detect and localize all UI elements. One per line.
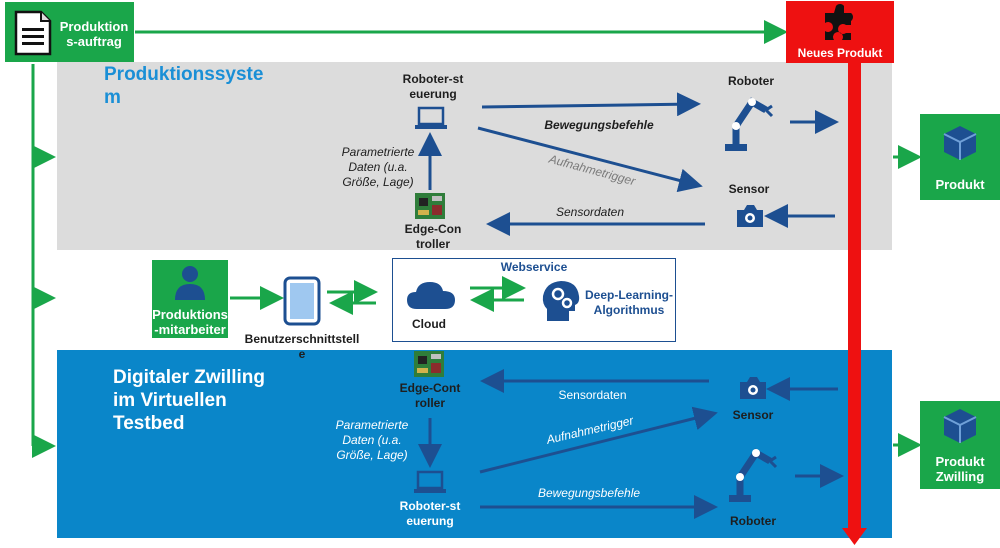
circuit-board-icon xyxy=(415,193,445,219)
product-twin-box: Produkt Zwilling xyxy=(920,401,1000,489)
deep-learning-label: Deep-Learning-Algorithmus xyxy=(584,288,673,317)
production-system-title: Produktionssystem xyxy=(104,64,264,108)
laptop-icon xyxy=(415,106,447,129)
puzzle-icon xyxy=(825,4,853,40)
robot-arm-icon xyxy=(729,448,778,502)
edge-controller-label: Edge-Controller xyxy=(404,222,462,251)
circuit-board-icon xyxy=(414,351,444,377)
worker-box: Produktions-mitarbeiter xyxy=(152,260,228,338)
cloud-icon xyxy=(407,282,455,309)
document-icon xyxy=(14,10,52,56)
production-order-box: Produktions-auftrag xyxy=(5,2,134,62)
digital-twin-title: Digitaler Zwilling im Virtuellen Testbed xyxy=(113,367,266,434)
product-twin-label: Produkt Zwilling xyxy=(935,454,985,484)
sensor-label: Sensor xyxy=(728,182,770,196)
twin-robot-control-label: Roboter-steuerung xyxy=(399,499,461,528)
movement-commands-label: Bewegungsbefehle xyxy=(544,118,654,132)
twin-robot-label: Roboter xyxy=(730,514,776,528)
package-icon xyxy=(943,126,977,160)
twin-sensor-label: Sensor xyxy=(732,408,774,422)
robot-arm-icon xyxy=(725,97,774,151)
robot-control-label: Roboter-steuerung xyxy=(402,72,464,101)
tablet-icon xyxy=(283,276,321,326)
robot-label: Roboter xyxy=(728,74,774,88)
webservice-label: Webservice xyxy=(500,260,568,274)
brain-gear-icon xyxy=(542,281,580,321)
person-icon xyxy=(175,266,205,300)
sensor-data-label: Sensordaten xyxy=(555,205,625,219)
twin-sensor-data-label: Sensordaten xyxy=(558,388,627,402)
production-order-label: Produktions-auftrag xyxy=(59,19,129,49)
user-interface-label: Benutzerschnittstelle xyxy=(244,332,360,361)
new-product-box: Neues Produkt xyxy=(786,1,894,63)
package-icon xyxy=(943,409,977,443)
camera-icon xyxy=(737,205,763,227)
laptop-icon xyxy=(414,470,446,493)
camera-icon xyxy=(740,377,766,399)
parametrized-data-label: Parametrierte Daten (u.a. Größe, Lage) xyxy=(341,145,415,189)
twin-movement-commands-label: Bewegungsbefehle xyxy=(537,486,641,500)
twin-parametrized-data-label: Parametrierte Daten (u.a. Größe, Lage) xyxy=(335,418,409,462)
product-label: Produkt xyxy=(935,177,985,192)
cloud-label: Cloud xyxy=(412,317,446,331)
worker-label: Produktions-mitarbeiter xyxy=(152,307,228,337)
product-box: Produkt xyxy=(920,114,1000,200)
twin-edge-controller-label: Edge-Controller xyxy=(399,381,461,410)
new-product-label: Neues Produkt xyxy=(797,46,883,60)
